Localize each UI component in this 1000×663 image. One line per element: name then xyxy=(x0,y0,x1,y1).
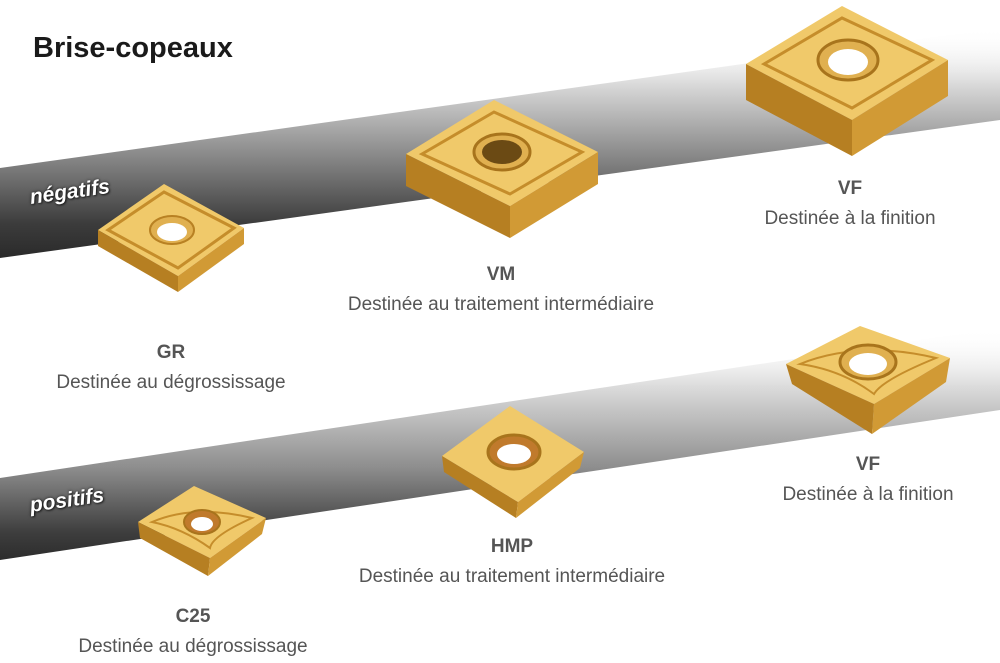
insert-desc-c25: Destinée au dégrossissage xyxy=(78,636,308,657)
insert-vf-negatif-image xyxy=(746,6,948,156)
insert-name-gr: GR xyxy=(156,342,186,363)
insert-name-hmp: HMP xyxy=(490,536,534,557)
insert-vf-positif-image xyxy=(786,326,950,434)
insert-desc-hmp: Destinée au traitement intermédiaire xyxy=(358,566,666,587)
insert-name-vm: VM xyxy=(486,264,516,285)
insert-desc-vf-positif: Destinée à la finition xyxy=(782,484,954,505)
insert-name-vf-negatif: VF xyxy=(837,178,863,199)
insert-vm-image xyxy=(406,100,598,238)
insert-name-c25: C25 xyxy=(175,606,211,627)
insert-c25-image xyxy=(138,486,266,576)
insert-gr-image xyxy=(98,184,244,292)
insert-desc-vm: Destinée au traitement intermédiaire xyxy=(347,294,655,315)
insert-desc-vf-negatif: Destinée à la finition xyxy=(764,208,936,229)
insert-name-vf-positif: VF xyxy=(855,454,881,475)
insert-desc-gr: Destinée au dégrossissage xyxy=(56,372,286,393)
page-title: Brise-copeaux xyxy=(33,32,233,64)
insert-hmp-image xyxy=(442,406,584,518)
